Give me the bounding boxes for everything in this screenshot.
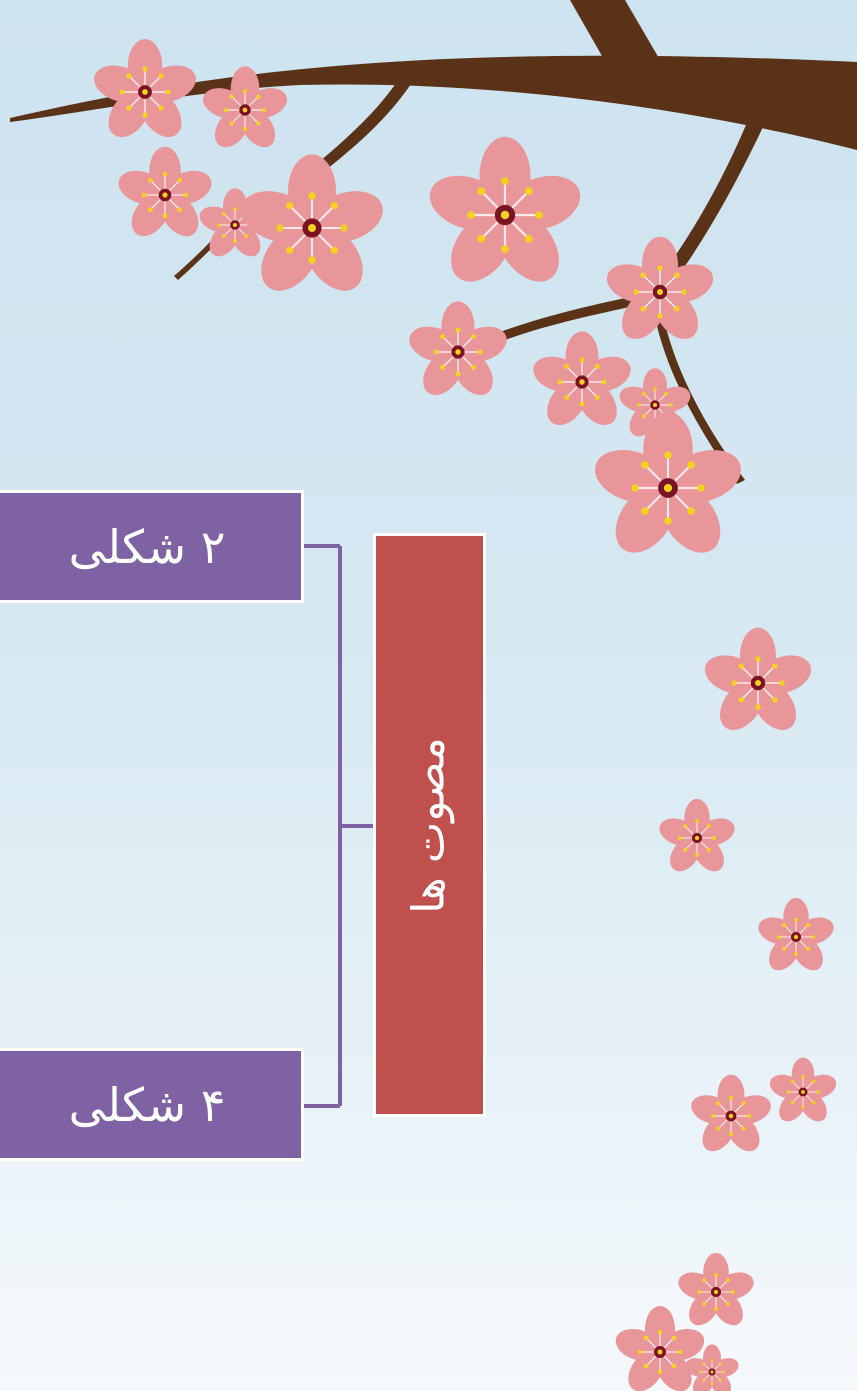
branch-node-top: ۲ شکلی xyxy=(0,490,304,603)
branch-node-top-label: ۲ شکلی xyxy=(68,519,226,574)
connector-lines xyxy=(303,544,375,1108)
branch-node-bottom-label: ۴ شکلی xyxy=(68,1077,226,1132)
root-node: مصوت ها xyxy=(373,533,486,1117)
cherry-blossom-branch xyxy=(10,0,857,566)
falling-blossom-icon xyxy=(610,627,840,1391)
root-node-label: مصوت ها xyxy=(403,736,455,914)
branch-node-bottom: ۴ شکلی xyxy=(0,1048,304,1161)
